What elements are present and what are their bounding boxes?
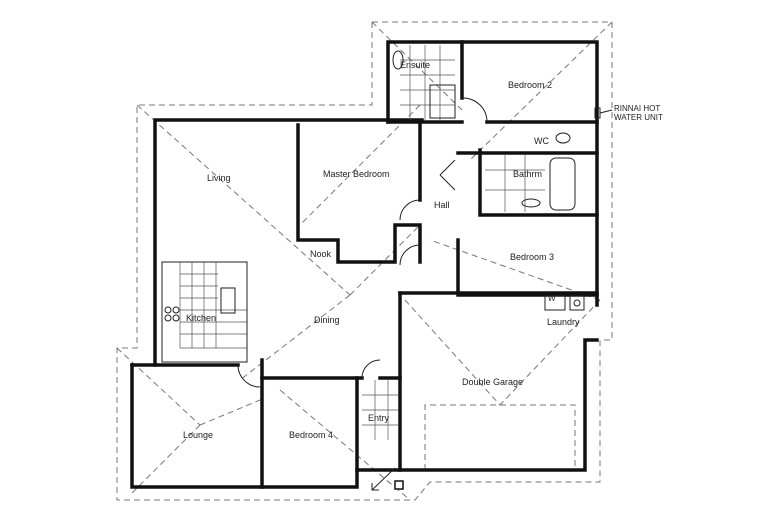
room-label-master-bedroom: Master Bedroom: [323, 169, 390, 179]
hot-water-unit-note: RINNAI HOT WATER UNIT: [594, 104, 663, 122]
room-label-bathroom: Bathrm: [513, 169, 542, 179]
room-label-kitchen: Kitchen: [186, 313, 216, 323]
hot-water-label-line2: WATER UNIT: [614, 113, 663, 122]
room-label-entry: Entry: [368, 413, 390, 423]
entry-arrow-icon: [371, 467, 396, 491]
room-label-bedroom-4: Bedroom 4: [289, 430, 333, 440]
wet-area-tiles: [362, 45, 545, 440]
room-label-double-garage: Double Garage: [462, 377, 523, 387]
meter-box-icon: [394, 480, 404, 490]
kitchen-fixtures: [161, 261, 248, 363]
room-label-nook: Nook: [310, 249, 332, 259]
washer-label: W: [548, 294, 556, 303]
room-label-hall: Hall: [434, 200, 450, 210]
room-labels: Ensuite Bedroom 2 WC Bathrm Master Bedro…: [183, 60, 580, 440]
room-label-living: Living: [207, 173, 231, 183]
room-label-ensuite: Ensuite: [400, 60, 430, 70]
walls: [130, 40, 599, 489]
doors: [237, 97, 488, 388]
room-label-dining: Dining: [314, 315, 340, 325]
room-label-bedroom-3: Bedroom 3: [510, 252, 554, 262]
room-label-lounge: Lounge: [183, 430, 213, 440]
room-label-laundry: Laundry: [547, 317, 580, 327]
room-label-bedroom-2: Bedroom 2: [508, 80, 552, 90]
hot-water-label-line1: RINNAI HOT: [614, 104, 660, 113]
room-label-wc: WC: [534, 136, 549, 146]
bath-fixtures: [392, 50, 585, 311]
